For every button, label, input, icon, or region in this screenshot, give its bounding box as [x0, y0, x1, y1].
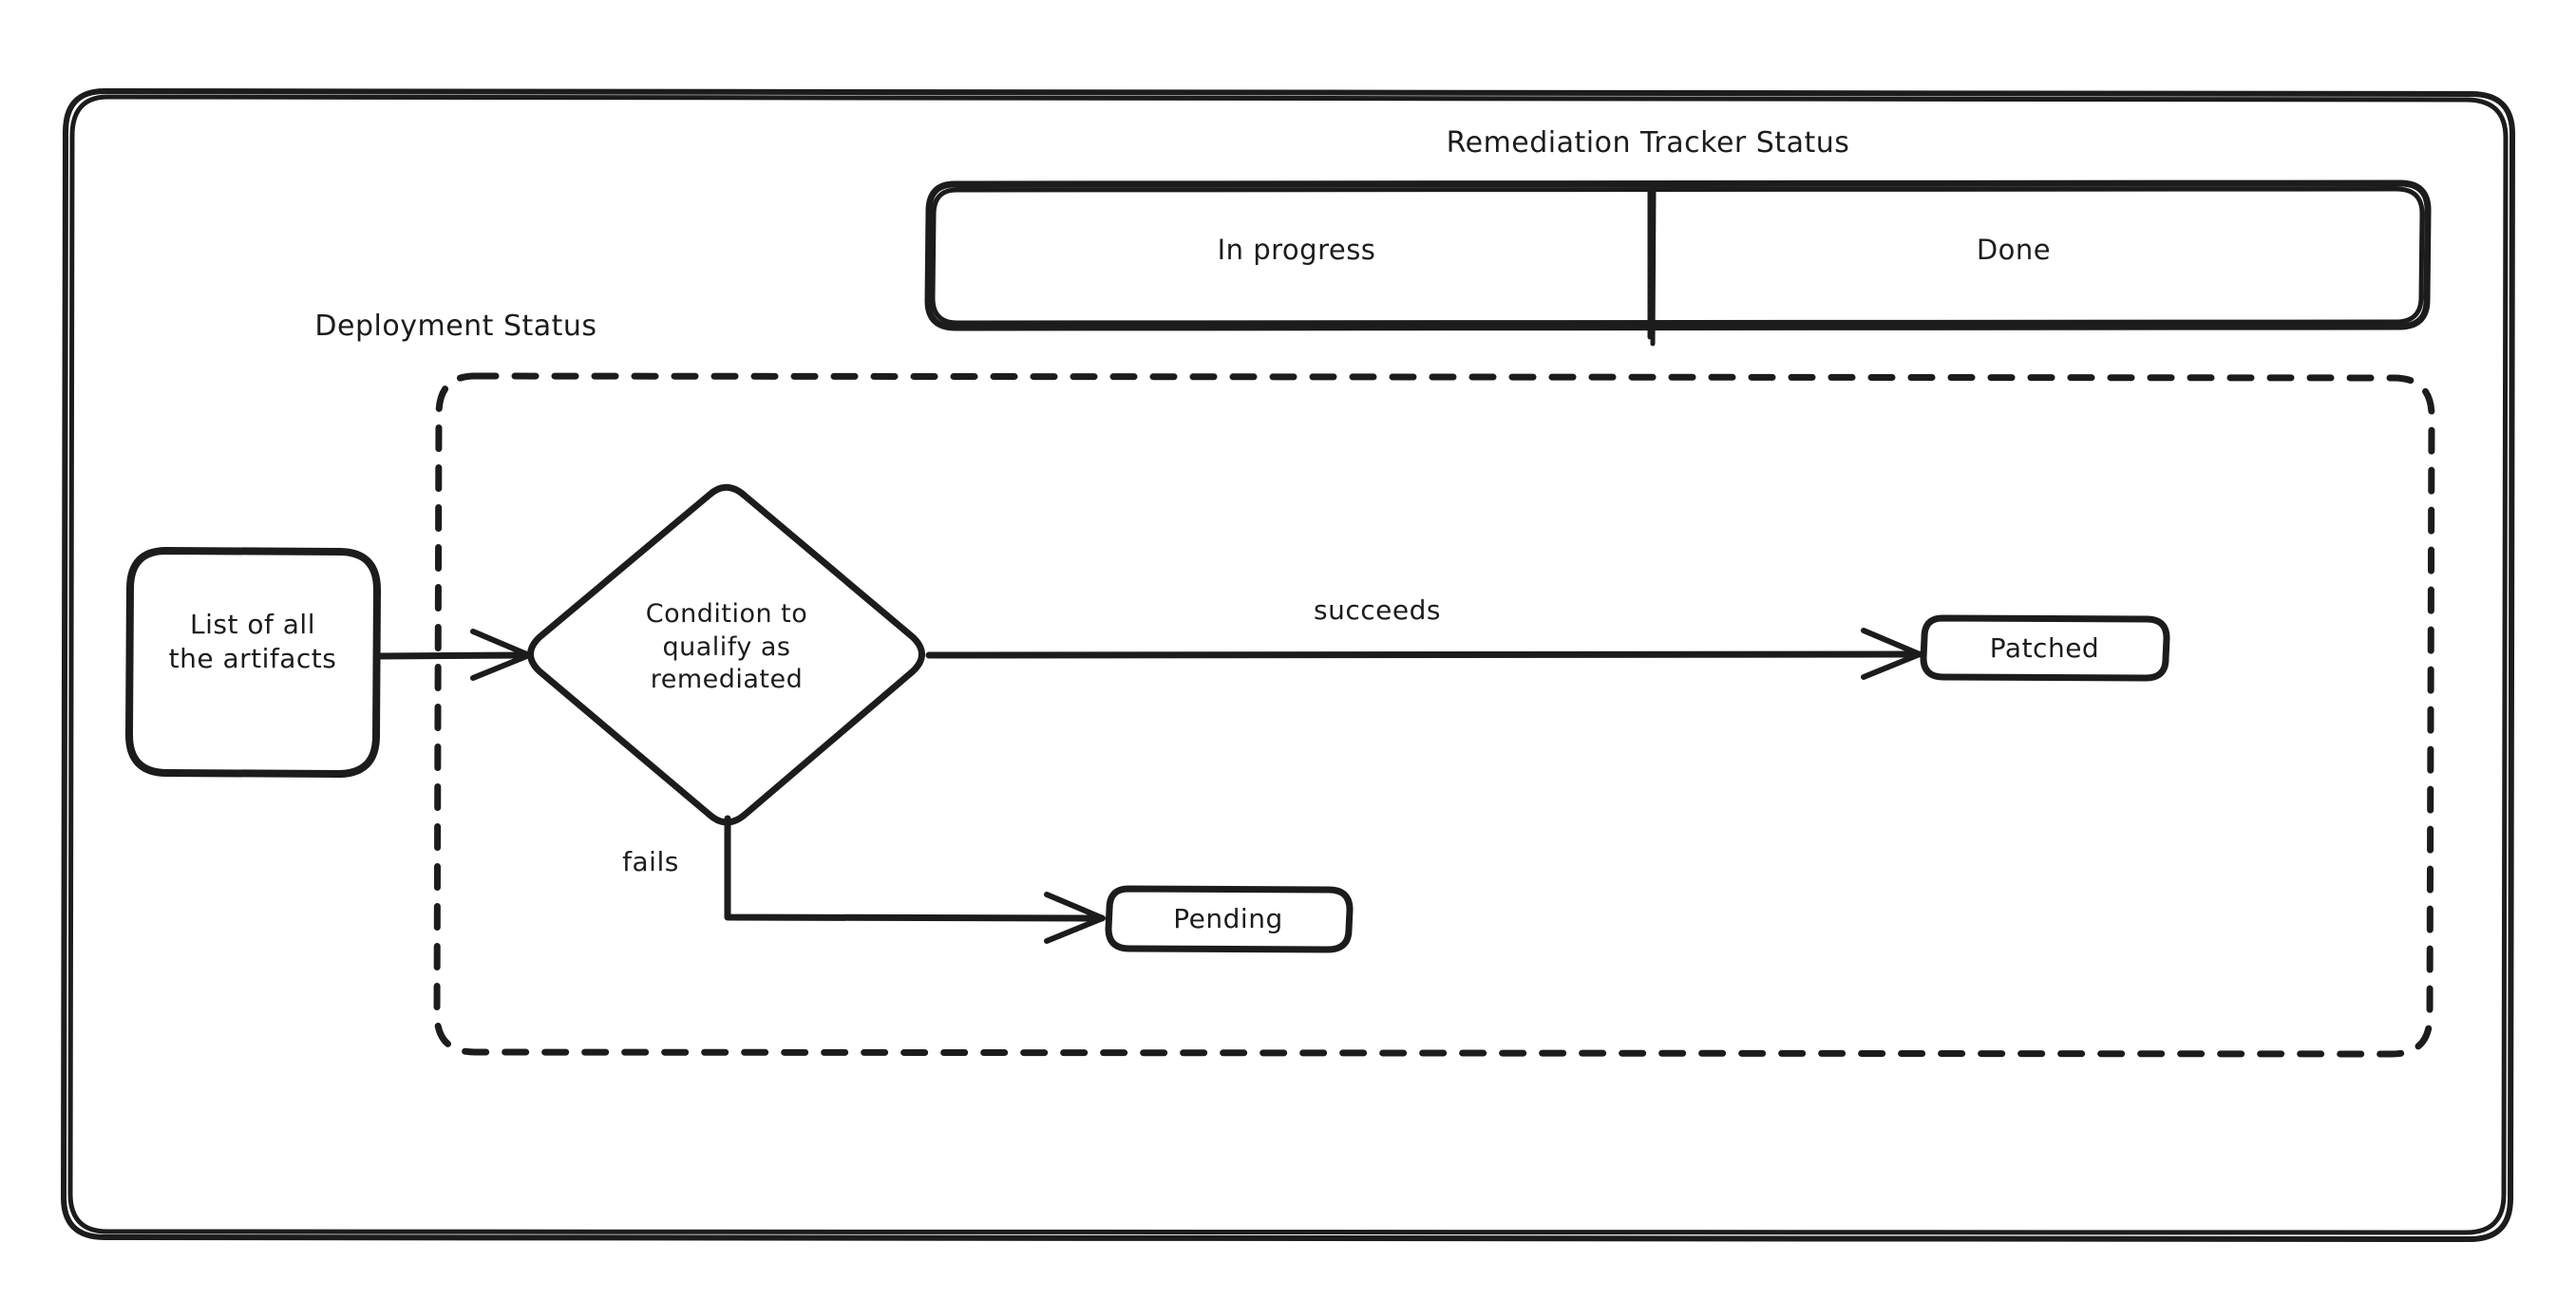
edge-list-to-decision	[376, 629, 532, 681]
list-node-hit-area[interactable]	[129, 551, 377, 774]
patched-node-hit-area[interactable]	[1923, 618, 2167, 678]
tracker-cell-done[interactable]: Done	[1976, 234, 2052, 266]
edge-decision-to-patched	[925, 628, 1923, 680]
node-pending[interactable]: Pending	[1173, 903, 1283, 934]
done-cell-hit-area[interactable]	[1654, 183, 2428, 328]
node-patched[interactable]: Patched	[1989, 632, 2100, 664]
edge-label-fails: fails	[622, 846, 679, 877]
edge-decision-to-pending	[724, 815, 1106, 944]
tracker-cell-in-progress[interactable]: In progress	[1217, 234, 1376, 266]
pending-node-hit-area[interactable]	[1108, 889, 1350, 950]
node-condition-to-qualify[interactable]: Condition to qualify as remediated	[645, 599, 808, 695]
in-progress-cell-hit-area[interactable]	[928, 183, 1654, 328]
decision-node-hit-area[interactable]	[521, 482, 932, 830]
deployment-status-title: Deployment Status	[314, 310, 597, 343]
tracker-status-title: Remediation Tracker Status	[1446, 126, 1850, 160]
edge-label-succeeds: succeeds	[1314, 594, 1441, 626]
node-list-of-artifacts[interactable]: List of all the artifacts	[168, 609, 337, 674]
